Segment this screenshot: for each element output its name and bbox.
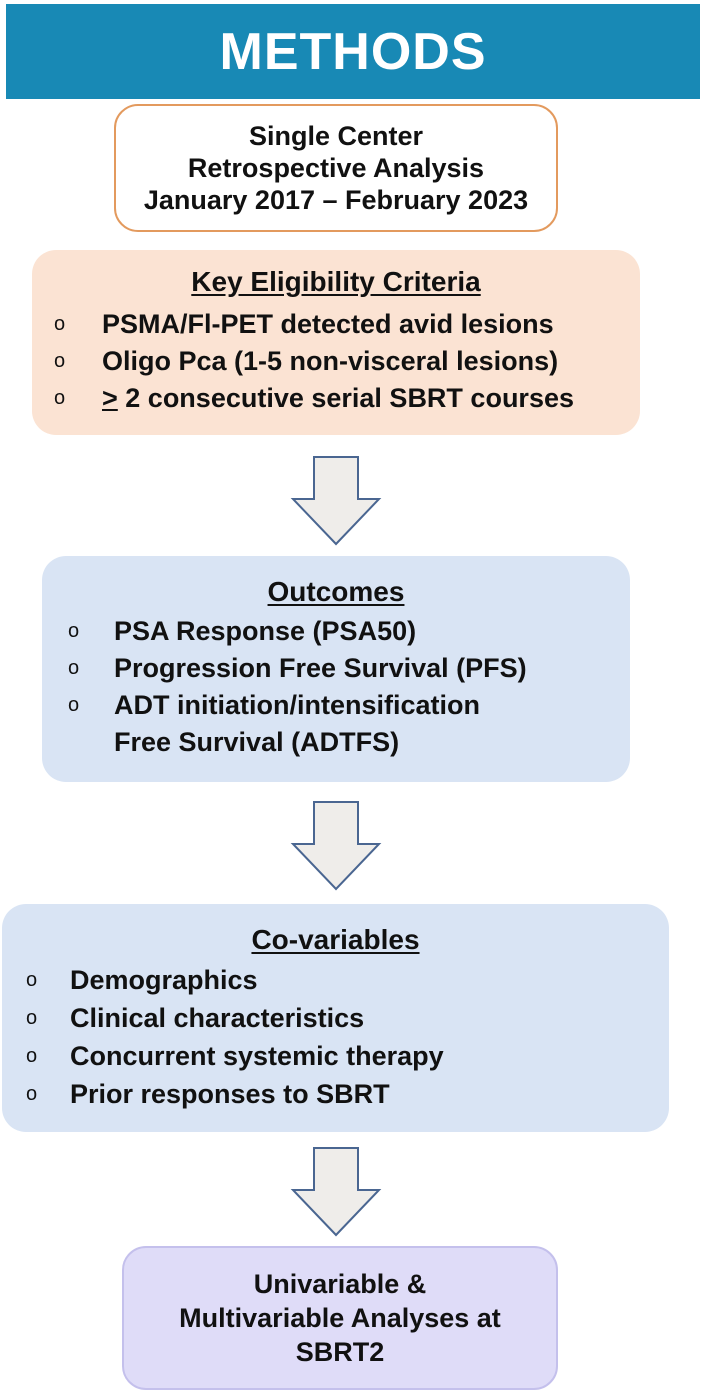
down-arrow-icon [290,801,382,891]
covariable-item-4: Prior responses to SBRT [70,1079,390,1109]
covariables-heading: Co-variables [251,924,420,955]
list-item: o Concurrent systemic therapy [26,1037,444,1075]
outcome-item-2: Progression Free Survival (PFS) [114,653,527,683]
criteria-item-2: Oligo Pca (1-5 non-visceral lesions) [102,346,559,376]
outcomes-box: Outcomes o PSA Response (PSA50) o Progre… [42,556,630,782]
down-arrow-icon [290,1147,382,1237]
analyses-box: Univariable & Multivariable Analyses at … [122,1246,558,1390]
criteria-item-3-text: 2 consecutive serial SBRT courses [117,383,574,413]
list-item: o ADT initiation/intensification Free Su… [68,687,527,761]
list-item: o Clinical characteristics [26,999,444,1037]
bullet-icon: o [68,657,80,679]
banner-title: METHODS [219,22,487,81]
bullet-icon: o [54,313,66,335]
criteria-list: o PSMA/Fl-PET detected avid lesions o Ol… [54,306,574,417]
study-line-3: January 2017 – February 2023 [143,185,529,215]
bullet-icon: o [26,1083,38,1105]
outcome-item-3-line-1: ADT initiation/intensification [114,690,480,720]
greater-equal-symbol: > [102,383,118,413]
bullet-icon: o [68,694,80,716]
study-line-1: Single Center [248,121,424,151]
down-arrow-icon [290,456,382,546]
covariable-item-2: Clinical characteristics [70,1003,365,1033]
list-item: o PSMA/Fl-PET detected avid lesions [54,306,574,343]
covariables-list: o Demographics o Clinical characteristic… [26,961,444,1113]
bullet-icon: o [68,620,80,642]
analyses-line-1: Univariable & [253,1269,427,1299]
bullet-icon: o [54,350,66,372]
outcomes-heading: Outcomes [267,576,405,607]
bullet-icon: o [26,969,38,991]
outcome-item-3-line-2: Free Survival (ADTFS) [114,727,400,757]
study-design-box: Single Center Retrospective Analysis Jan… [114,104,558,232]
methods-banner: METHODS [6,4,700,99]
list-item: o Oligo Pca (1-5 non-visceral lesions) [54,343,574,380]
outcome-item-3: ADT initiation/intensification Free Surv… [114,687,480,761]
covariables-box: Co-variables o Demographics o Clinical c… [2,904,669,1132]
criteria-item-1: PSMA/Fl-PET detected avid lesions [102,309,554,339]
list-item: o PSA Response (PSA50) [68,613,527,650]
criteria-item-3: > 2 consecutive serial SBRT courses [102,380,574,417]
bullet-icon: o [26,1007,38,1029]
eligibility-criteria-box: Key Eligibility Criteria o PSMA/Fl-PET d… [32,250,640,435]
covariable-item-1: Demographics [70,965,258,995]
list-item: o Prior responses to SBRT [26,1075,444,1113]
outcomes-list: o PSA Response (PSA50) o Progression Fre… [68,613,527,761]
analyses-line-2: Multivariable Analyses at [179,1303,501,1333]
bullet-icon: o [26,1045,38,1067]
analyses-line-3: SBRT2 [295,1337,385,1367]
study-line-2: Retrospective Analysis [187,153,485,183]
outcome-item-1: PSA Response (PSA50) [114,616,417,646]
bullet-icon: o [54,387,66,409]
list-item: o Progression Free Survival (PFS) [68,650,527,687]
criteria-heading: Key Eligibility Criteria [191,266,481,297]
covariable-item-3: Concurrent systemic therapy [70,1041,444,1071]
list-item: o > 2 consecutive serial SBRT courses [54,380,574,417]
list-item: o Demographics [26,961,444,999]
